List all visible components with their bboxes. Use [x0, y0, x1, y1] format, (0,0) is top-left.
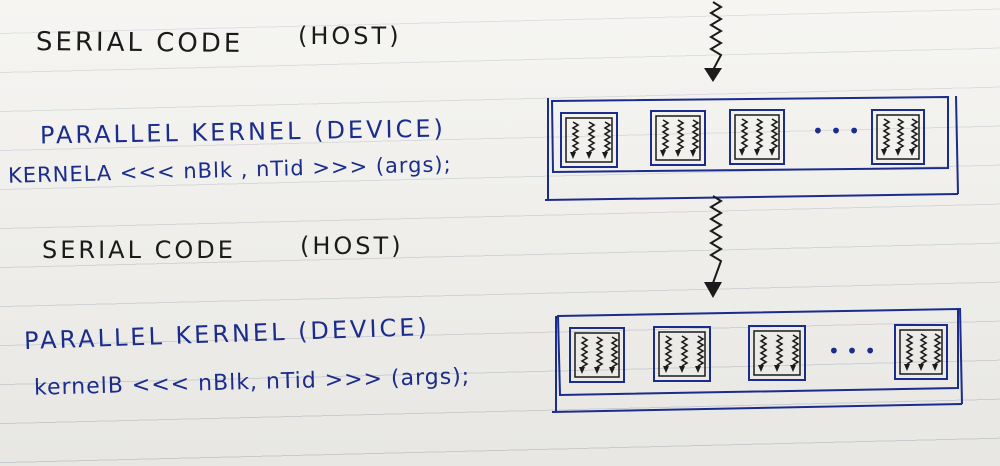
thread-block: [729, 109, 785, 165]
ellipsis: • • •: [812, 119, 860, 143]
host-label-2: (HOST): [300, 232, 404, 260]
thread-block: [653, 326, 711, 382]
thread-block: [650, 110, 706, 166]
thread-block: [560, 112, 618, 168]
thread-block: [894, 324, 948, 380]
thread-block: [748, 325, 806, 381]
thread-block: [569, 327, 625, 383]
host-label-1: (HOST): [298, 22, 402, 50]
serial-thread-arrow-1: [704, 1, 723, 82]
thread-block: [871, 109, 925, 165]
serial-code-label-2: SERIAL CODE: [42, 236, 236, 264]
ellipsis: • • •: [828, 339, 876, 363]
serial-thread-arrow-2: [704, 195, 723, 298]
grid-2: • • •: [551, 307, 963, 413]
grid-1: • • •: [544, 95, 959, 201]
